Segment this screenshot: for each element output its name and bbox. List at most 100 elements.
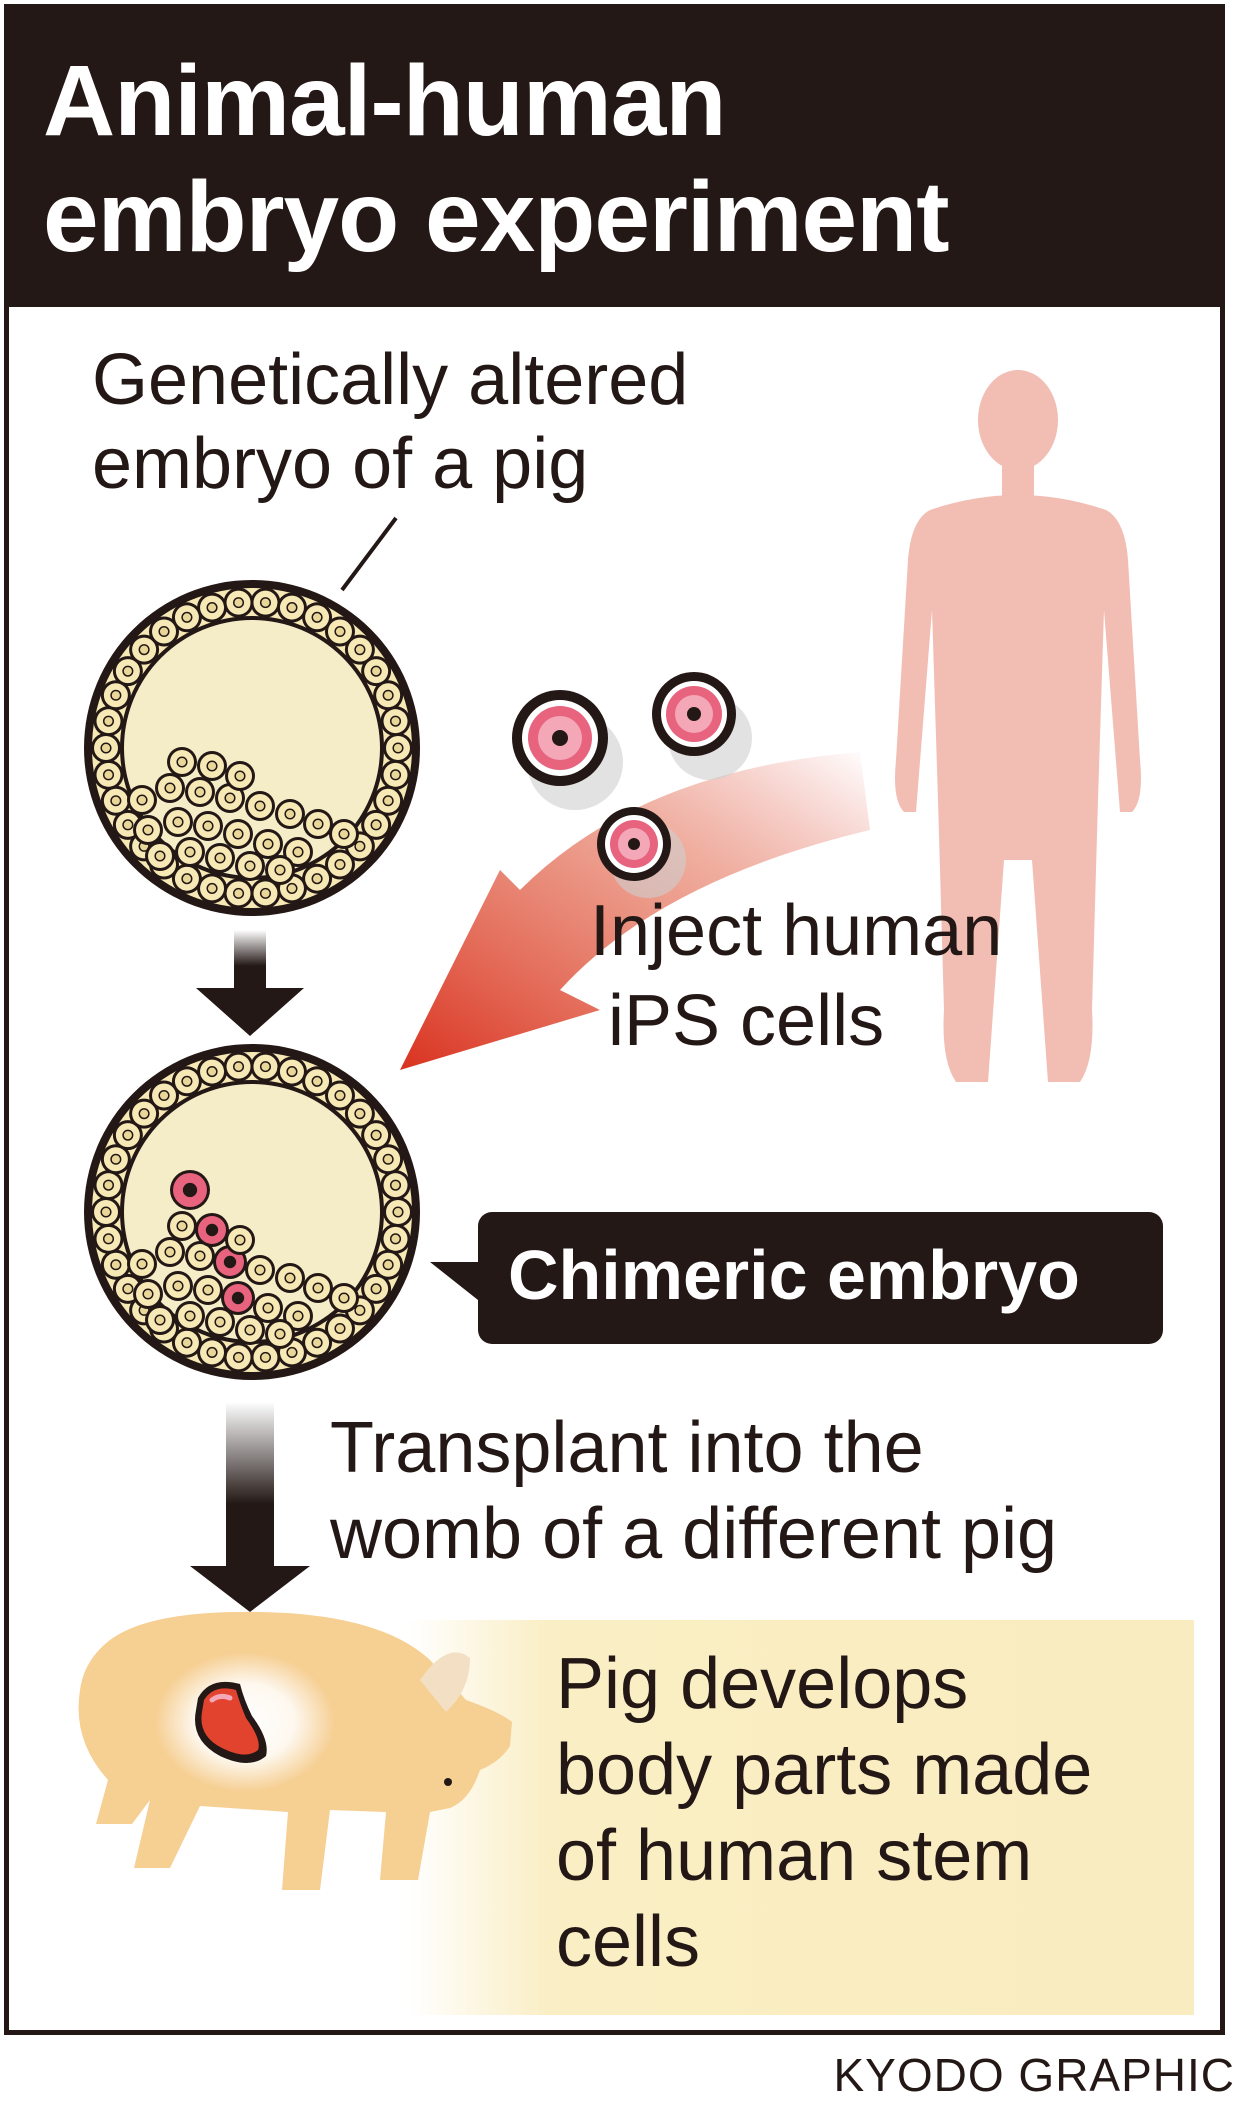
embryo-wall-cell <box>223 1051 254 1082</box>
embryo-wall-cell <box>373 1249 404 1280</box>
embryo-wall-cell <box>112 1120 143 1151</box>
embryo-wall-cell <box>91 1197 121 1227</box>
embryo-wall-cell <box>250 1051 281 1082</box>
down-arrow-1 <box>196 930 304 1036</box>
inject-label-line-2: iPS cells <box>608 981 885 1061</box>
embryo-wall-cell <box>197 592 228 623</box>
embryo-wall-cell <box>380 1223 411 1254</box>
embryo-wall-cell <box>197 1337 228 1368</box>
chimeric-label-tail <box>430 1262 478 1300</box>
embryo-inner-cell <box>303 1273 333 1303</box>
embryo-inner-cell <box>205 1307 235 1337</box>
embryo-inner-cell <box>185 777 215 807</box>
embryo-wall-cell <box>302 863 333 894</box>
embryo-inner-cell <box>175 1301 205 1331</box>
embryo-icon <box>84 580 420 916</box>
result-panel <box>408 1620 1194 2015</box>
embryo-inner-cell <box>133 815 163 845</box>
embryo-inner-cell <box>253 829 283 859</box>
pig-embryo-label-line-2: embryo of a pig <box>92 424 589 504</box>
embryo-inner-cell <box>275 1263 305 1293</box>
embryo-inner-cell <box>245 791 275 821</box>
embryo-wall-cell <box>223 587 254 618</box>
embryo-inner-cell <box>253 1293 283 1323</box>
embryo-wall-cell <box>383 1197 413 1227</box>
embryo-wall-cell <box>100 1249 131 1280</box>
embryo-wall-cell <box>361 809 392 840</box>
embryo-wall-cell <box>276 592 307 623</box>
embryo-wall-cell <box>112 656 143 687</box>
down-arrow-2 <box>190 1402 310 1612</box>
embryo-wall-cell <box>91 733 121 763</box>
embryo-inner-cell <box>193 1275 223 1305</box>
embryo-wall-cell <box>250 587 281 618</box>
embryo-inner-cell <box>197 751 227 781</box>
embryo-wall-cell <box>324 1313 355 1344</box>
human-silhouette-icon <box>895 370 1141 1082</box>
ips-cell-icon <box>597 807 686 898</box>
result-label-line-4: cells <box>556 1902 701 1982</box>
embryo-inner-cell <box>223 819 253 849</box>
embryo-wall-cell <box>171 602 202 633</box>
embryo-inner-cell <box>329 819 359 849</box>
title-line-2: embryo experiment <box>43 161 950 273</box>
embryo-inner-cell <box>225 1225 255 1255</box>
inject-label-line-1: Inject human <box>590 891 1003 971</box>
embryo-wall-cell <box>302 1327 333 1358</box>
embryo-inner-cell <box>303 809 333 839</box>
embryo-inner-cell <box>215 783 245 813</box>
ips-cell-icon <box>195 1213 229 1247</box>
embryo-inner-cell <box>185 1241 215 1271</box>
ips-cell-icon <box>652 672 752 780</box>
ips-cell-icon <box>170 1170 210 1210</box>
embryo-wall-cell <box>344 1098 375 1129</box>
embryo-inner-cell <box>265 855 295 885</box>
embryo-wall-cell <box>383 733 413 763</box>
embryo-wall-cell <box>380 759 411 790</box>
ips-cell-icon <box>221 1281 255 1315</box>
transplant-label-line-1: Transplant into the <box>330 1408 924 1488</box>
embryo-inner-cell <box>163 807 193 837</box>
embryo-inner-cell <box>167 1211 197 1241</box>
inject-arrow <box>400 752 870 1070</box>
embryo-wall-cell <box>129 634 160 665</box>
embryo-wall-cell <box>361 1273 392 1304</box>
embryo-wall-cell <box>361 656 392 687</box>
embryo-wall-cell <box>197 1056 228 1087</box>
embryo-wall-cell <box>93 1223 124 1254</box>
embryo-wall-cell <box>129 1098 160 1129</box>
embryo-wall-cell <box>223 1342 254 1373</box>
embryo-wall-cell <box>93 759 124 790</box>
label-pointer <box>340 516 398 592</box>
embryo-wall-cell <box>324 849 355 880</box>
result-label-line-1: Pig develops <box>556 1644 969 1724</box>
embryo-inner-cell <box>145 1305 175 1335</box>
embryo-wall-cell <box>171 1327 202 1358</box>
embryo-wall-cell <box>344 634 375 665</box>
embryo-inner-cell <box>265 1319 295 1349</box>
embryo-inner-cell <box>127 785 157 815</box>
result-label-line-3: of human stem <box>556 1816 1033 1896</box>
embryo-wall-cell <box>380 706 411 737</box>
embryo-wall-cell <box>100 785 131 816</box>
ips-cell-icon <box>512 690 623 810</box>
embryo-wall-cell <box>373 785 404 816</box>
embryo-wall-cell <box>149 1080 180 1111</box>
result-label-line-2: body parts made <box>556 1730 1093 1810</box>
embryo-wall-cell <box>100 1144 131 1175</box>
embryo-wall-cell <box>324 1080 355 1111</box>
embryo-wall-cell <box>250 1342 281 1373</box>
chimeric-label-box <box>478 1212 1163 1344</box>
embryo-wall-cell <box>171 863 202 894</box>
embryo-inner-cell <box>155 773 185 803</box>
title-line-1: Animal-human <box>43 45 726 157</box>
embryo-wall-cell <box>100 680 131 711</box>
embryo-icon <box>84 1044 420 1380</box>
embryo-wall-cell <box>93 706 124 737</box>
credit: KYODO GRAPHIC <box>833 2049 1235 2101</box>
pig-embryo-label-line-1: Genetically altered <box>92 340 689 420</box>
embryo-wall-cell <box>373 1144 404 1175</box>
embryo-wall-cell <box>197 873 228 904</box>
embryo-inner-cell <box>155 1237 185 1267</box>
